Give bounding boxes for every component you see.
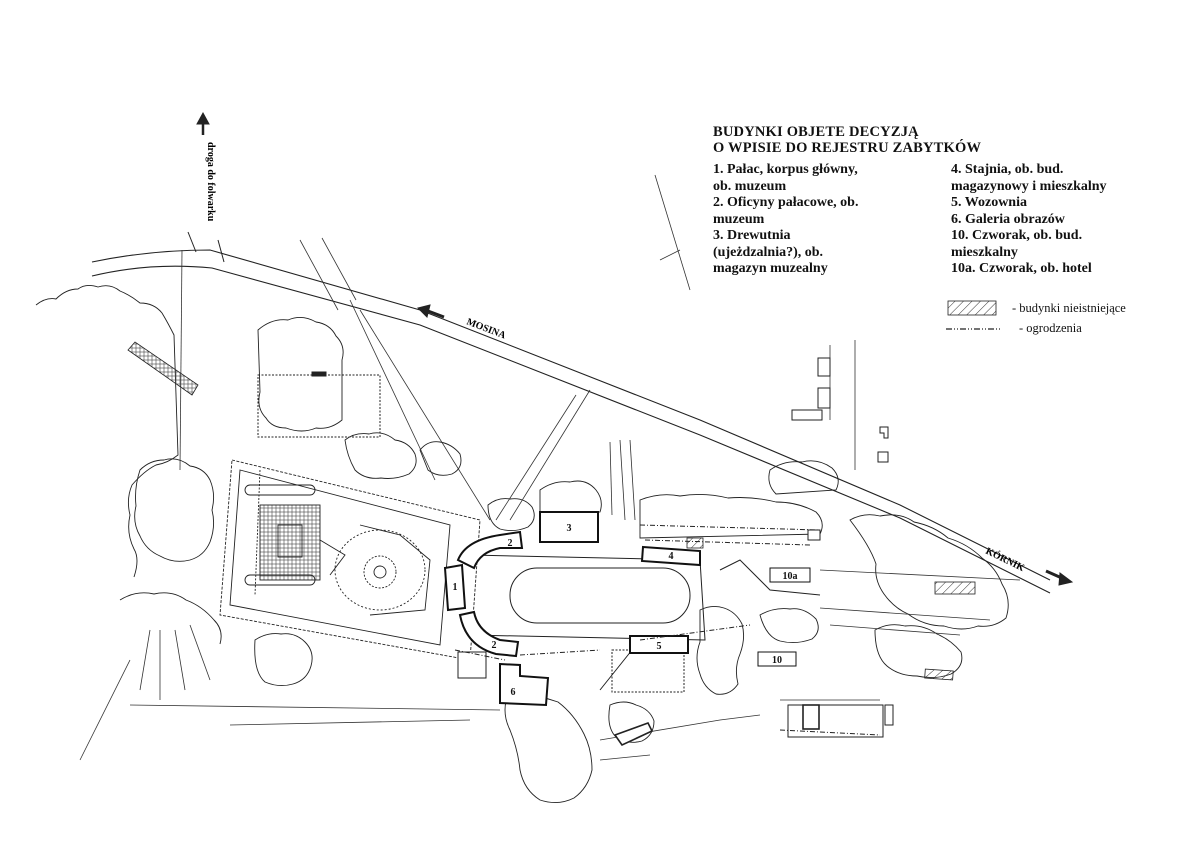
building-4-label: 4 bbox=[669, 551, 674, 562]
fenced-field bbox=[257, 371, 381, 438]
fences bbox=[454, 524, 881, 736]
legend-key-hatched: - budynki nieistniejące bbox=[1012, 301, 1126, 315]
legend-entry: 2. Oficyny pałacowe, ob. bbox=[713, 195, 859, 210]
building-4 bbox=[640, 545, 701, 567]
road-label-mosina: MOSINA bbox=[465, 317, 508, 342]
legend-entry: 6. Galeria obrazów bbox=[951, 211, 1065, 227]
building-2-top-label: 2 bbox=[508, 538, 513, 549]
building-2-bottom bbox=[458, 610, 520, 658]
legend-entry: 4. Stajnia, ob. bud. bbox=[951, 162, 1064, 177]
main-road bbox=[91, 249, 1051, 594]
main-buildings bbox=[443, 511, 811, 707]
legend-entry: 10a. Czworak, ob. hotel bbox=[951, 261, 1092, 276]
legend-entry: (ujeżdzalnia?), ob. bbox=[713, 244, 824, 260]
legend-title-line2: O WPISIE DO REJESTRU ZABYTKÓW bbox=[713, 140, 982, 156]
legend: BUDYNKI OBJETE DECYZJĄ O WPISIE DO REJES… bbox=[713, 124, 1183, 276]
building-10a-label: 10a bbox=[783, 571, 798, 582]
building-10a bbox=[769, 567, 811, 583]
road-label-farm: droga do folwarku bbox=[205, 142, 216, 222]
outbuildings bbox=[457, 357, 894, 747]
building-1 bbox=[443, 563, 467, 612]
building-5-label: 5 bbox=[657, 641, 662, 652]
hatched-buildings bbox=[127, 341, 976, 681]
building-1-label: 1 bbox=[453, 582, 458, 593]
formal-garden bbox=[219, 459, 481, 661]
legend-title-line1: BUDYNKI OBJETE DECYZJĄ bbox=[713, 124, 919, 140]
arrow-mosina-icon bbox=[427, 309, 445, 319]
road-arrows bbox=[196, 111, 1074, 586]
building-10-label: 10 bbox=[772, 655, 782, 666]
farm-road bbox=[187, 231, 225, 263]
legend-column-1: 1. Pałac, korpus główny, ob. muzeum 2. O… bbox=[713, 162, 933, 278]
legend-column-2: 4. Stajnia, ob. bud. magazynowy i mieszk… bbox=[951, 162, 1181, 278]
road-label-kornik: KÓRNIK bbox=[984, 545, 1027, 574]
building-3 bbox=[539, 511, 599, 543]
legend-entry: magazynowy i mieszkalny bbox=[951, 178, 1107, 194]
building-6 bbox=[499, 662, 550, 707]
legend-entry: magazyn muzealny bbox=[713, 261, 828, 276]
legend-entry: ob. muzeum bbox=[713, 178, 787, 194]
building-3-label: 3 bbox=[567, 523, 572, 534]
building-10 bbox=[757, 651, 797, 667]
legend-entry: 5. Wozownia bbox=[951, 195, 1027, 210]
legend-entry: 3. Drewutnia bbox=[713, 228, 791, 243]
legend-entry: 1. Pałac, korpus główny, bbox=[713, 162, 858, 177]
building-6-label: 6 bbox=[511, 687, 516, 698]
paths bbox=[79, 174, 1021, 761]
building-2-top bbox=[456, 530, 524, 570]
legend-entry: mieszkalny bbox=[951, 244, 1018, 260]
legend-entry: muzeum bbox=[713, 211, 765, 227]
legend-hatch-swatch bbox=[947, 300, 997, 316]
legend-key-fence: - ogrodzenia bbox=[1019, 321, 1082, 335]
building-2-bottom-label: 2 bbox=[492, 640, 497, 651]
building-5 bbox=[629, 635, 689, 654]
legend-entry: 10. Czworak, ob. bud. bbox=[951, 228, 1083, 243]
